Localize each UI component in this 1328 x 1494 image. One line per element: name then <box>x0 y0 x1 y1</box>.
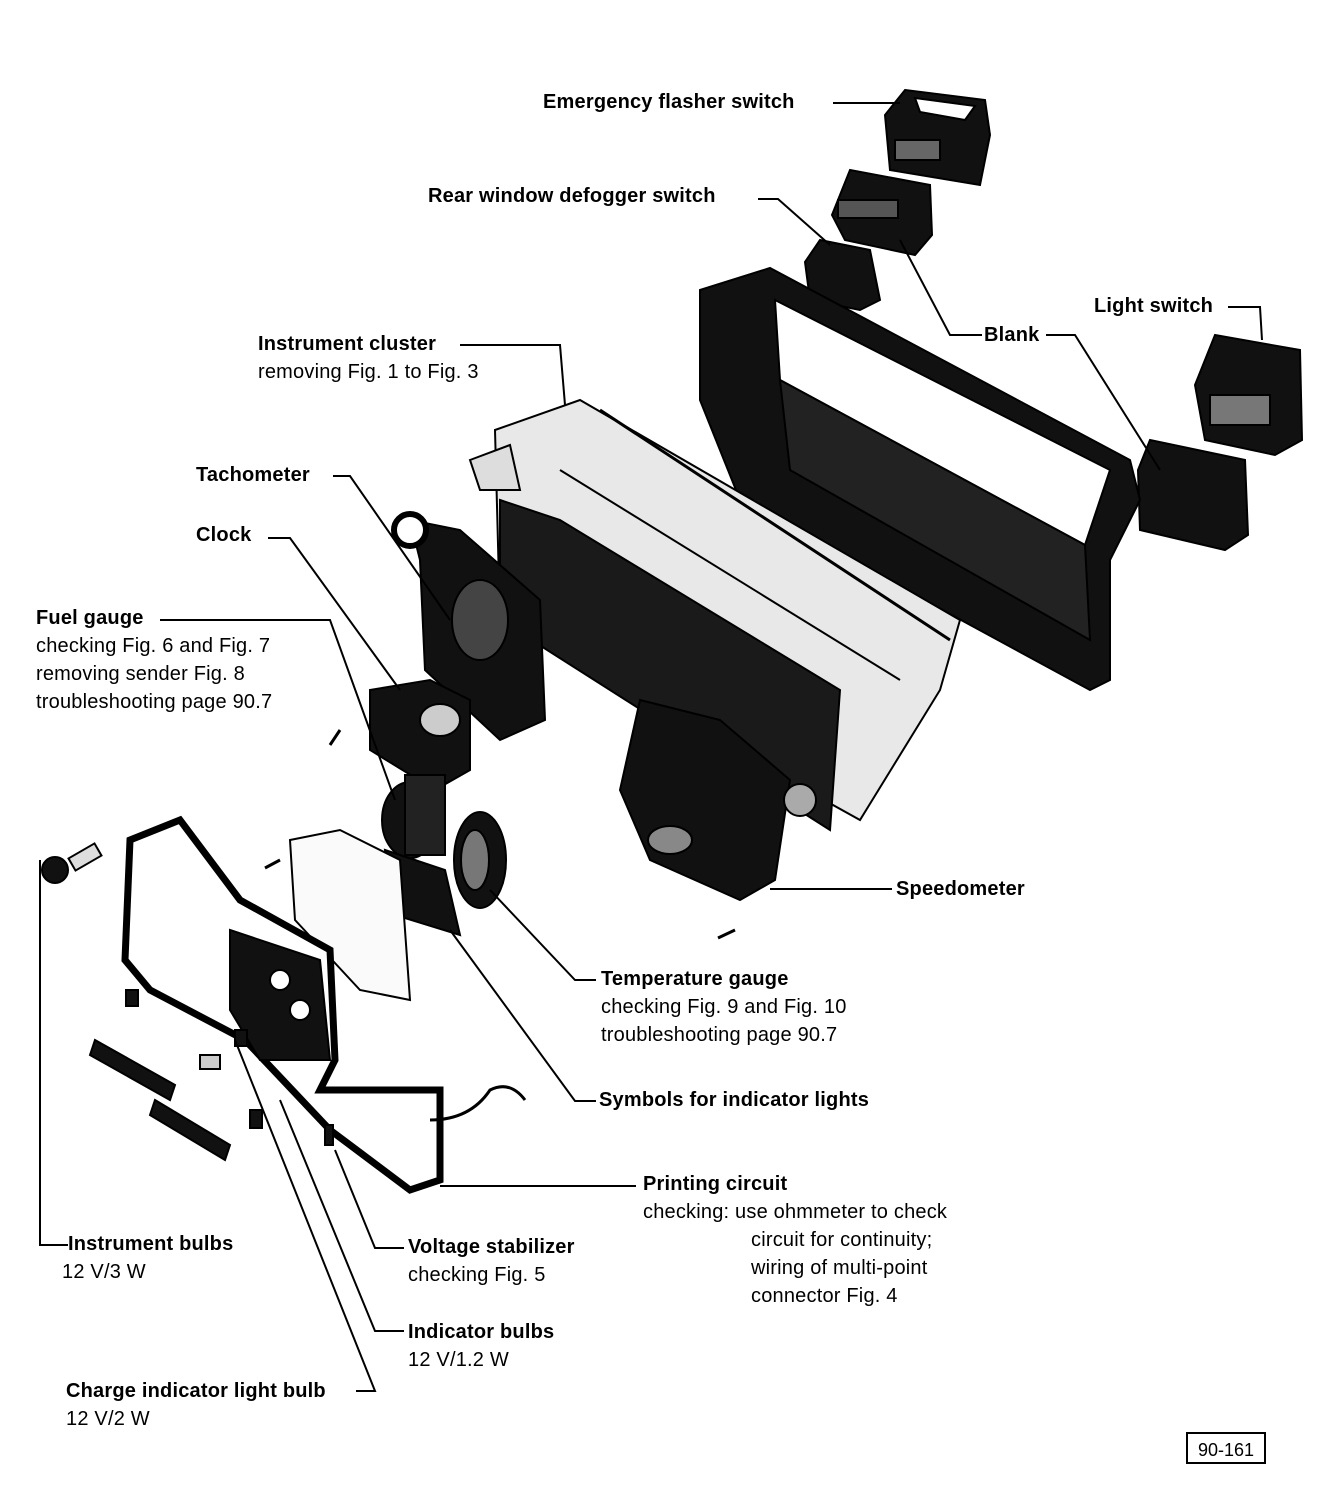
label-detail: circuit for continuity; <box>751 1229 933 1251</box>
label-temperature-gauge: Temperature gauge checking Fig. 9 and Fi… <box>601 965 847 1049</box>
label-speedometer: Speedometer <box>896 875 1025 903</box>
label-instrument-bulbs: Instrument bulbs 12 V/3 W <box>62 1230 234 1286</box>
label-detail: connector Fig. 4 <box>751 1285 898 1307</box>
small-parts <box>41 729 736 1162</box>
leader-lines <box>39 102 1263 1392</box>
label-detail: 12 V/3 W <box>62 1261 146 1283</box>
label-title: Printing circuit <box>643 1173 788 1195</box>
label-instrument-cluster: Instrument cluster removing Fig. 1 to Fi… <box>258 330 479 386</box>
label-title: Voltage stabilizer <box>408 1236 575 1258</box>
label-title: Clock <box>196 524 252 546</box>
label-rear-window-defogger-switch: Rear window defogger switch <box>428 182 716 210</box>
label-title: Indicator bulbs <box>408 1321 555 1343</box>
label-symbols-for-indicator-lights: Symbols for indicator lights <box>599 1086 869 1114</box>
label-light-switch: Light switch <box>1094 292 1213 320</box>
label-indicator-bulbs: Indicator bulbs 12 V/1.2 W <box>408 1318 554 1374</box>
label-emergency-flasher-switch: Emergency flasher switch <box>543 88 795 116</box>
label-title: Emergency flasher switch <box>543 91 795 113</box>
label-detail: 12 V/1.2 W <box>408 1349 509 1371</box>
label-fuel-gauge: Fuel gauge checking Fig. 6 and Fig. 7 re… <box>36 604 272 716</box>
label-detail: checking Fig. 5 <box>408 1264 546 1286</box>
light-switch-part <box>1136 333 1304 552</box>
label-detail: wiring of multi-point <box>751 1257 928 1279</box>
label-title: Instrument cluster <box>258 333 437 355</box>
label-title: Tachometer <box>196 464 310 486</box>
label-detail: removing Fig. 1 to Fig. 3 <box>258 361 479 383</box>
defogger-switch-part <box>803 168 934 312</box>
fuel-gauge-part <box>381 774 446 859</box>
label-blank: Blank <box>984 321 1039 349</box>
label-printing-circuit: Printing circuit checking: use ohmmeter … <box>643 1170 947 1310</box>
label-title: Fuel gauge <box>36 607 144 629</box>
label-title: Symbols for indicator lights <box>599 1089 870 1111</box>
label-detail: checking Fig. 9 and Fig. 10 <box>601 996 847 1018</box>
label-detail: checking: use ohmmeter to check <box>643 1201 948 1223</box>
label-detail: checking Fig. 6 and Fig. 7 <box>36 635 271 657</box>
label-voltage-stabilizer: Voltage stabilizer checking Fig. 5 <box>408 1233 575 1289</box>
label-title: Blank <box>984 324 1040 346</box>
temperature-gauge-part <box>453 811 507 909</box>
label-detail: troubleshooting page 90.7 <box>36 691 273 713</box>
label-title: Light switch <box>1094 295 1214 317</box>
label-title: Speedometer <box>896 878 1025 900</box>
tachometer-part <box>391 511 547 742</box>
flasher-switch-part <box>883 88 992 187</box>
label-title: Temperature gauge <box>601 968 789 990</box>
label-title: Rear window defogger switch <box>428 185 716 207</box>
label-tachometer: Tachometer <box>196 461 310 489</box>
cluster-housing-part <box>468 266 1142 832</box>
speedometer-part <box>618 698 817 902</box>
label-title: Charge indicator light bulb <box>66 1380 326 1402</box>
label-title: Instrument bulbs <box>68 1233 234 1255</box>
label-clock: Clock <box>196 521 251 549</box>
printing-circuit-part <box>121 815 527 1194</box>
figure-number-box: 90-161 <box>1186 1432 1266 1464</box>
label-detail: removing sender Fig. 8 <box>36 663 245 685</box>
clock-part <box>369 678 471 792</box>
label-charge-indicator-light-bulb: Charge indicator light bulb 12 V/2 W <box>66 1377 326 1433</box>
symbols-plate-part <box>288 828 462 1002</box>
label-detail: troubleshooting page 90.7 <box>601 1024 838 1046</box>
label-detail: 12 V/2 W <box>66 1408 150 1430</box>
